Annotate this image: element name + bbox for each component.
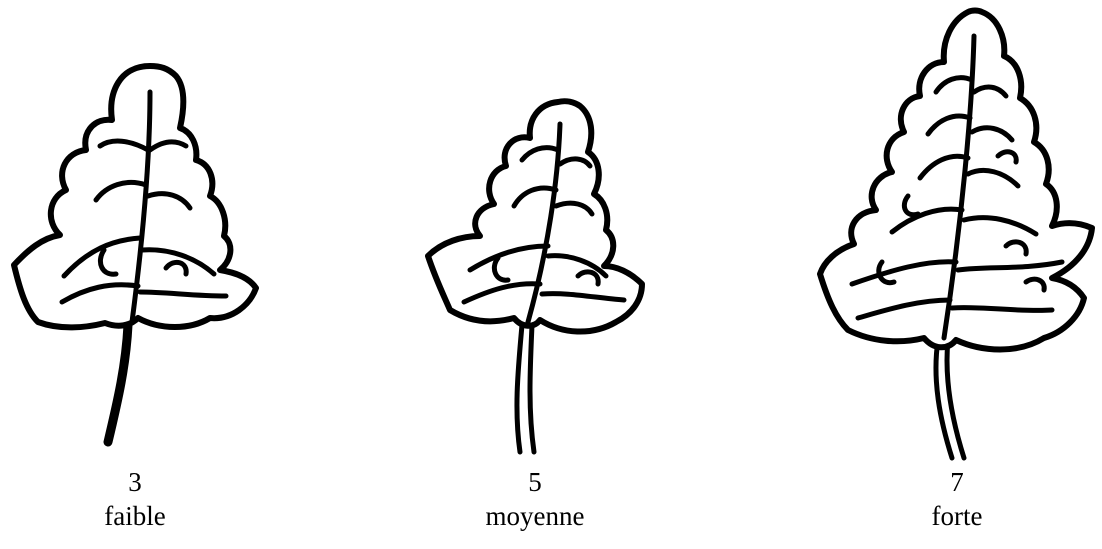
score-value: 5 [410, 466, 660, 498]
leaf-medium-incision-icon [410, 0, 660, 460]
leaf-low-incision-icon [0, 0, 270, 460]
score-label: moyenne [410, 500, 660, 532]
score-label: faible [0, 500, 270, 532]
score-value: 7 [812, 466, 1102, 498]
leaf-panel-faible: 3 faible [0, 0, 270, 549]
score-value: 3 [0, 466, 270, 498]
score-label: forte [812, 500, 1102, 532]
leaf-panel-forte: 7 forte [812, 0, 1102, 549]
leaf-panel-moyenne: 5 moyenne [410, 0, 660, 549]
leaf-strong-incision-icon [812, 0, 1102, 465]
